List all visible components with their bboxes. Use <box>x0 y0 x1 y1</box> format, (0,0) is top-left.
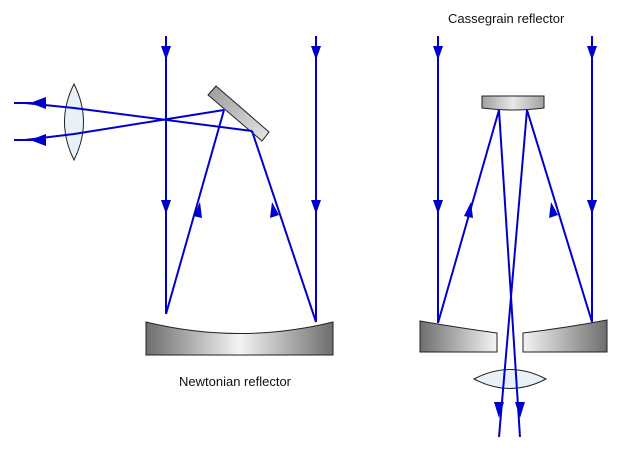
newtonian-output-ray-top <box>24 102 253 132</box>
newtonian-reflector <box>14 36 334 356</box>
cassegrain-primary-mirror-left <box>419 320 498 353</box>
cassegrain-output-arrow-right <box>515 402 525 418</box>
cassegrain-eyepiece-lens <box>472 369 548 389</box>
newtonian-arrow-reflected-right <box>270 202 279 218</box>
newtonian-reflector-label: Newtonian reflector <box>179 374 291 389</box>
newtonian-primary-mirror <box>145 321 334 356</box>
cassegrain-output-arrow-left <box>494 402 504 418</box>
cassegrain-arrow-reflected-left <box>464 202 473 218</box>
cassegrain-primary-mirror-right <box>522 319 608 353</box>
cassegrain-reflector <box>419 36 608 438</box>
newtonian-arrow-left-mid <box>161 200 171 214</box>
cassegrain-secondary-mirror <box>481 95 545 111</box>
newtonian-diagonal-flat-mirror <box>207 85 270 142</box>
newtonian-eyepiece-lens <box>64 82 84 162</box>
cassegrain-converging-ray-left <box>498 109 521 438</box>
cassegrain-reflector-label: Cassegrain reflector <box>448 11 565 26</box>
cassegrain-arrow-right-mid <box>587 200 597 214</box>
cassegrain-arrow-reflected-right <box>549 202 558 218</box>
newtonian-arrow-reflected-left <box>193 202 202 218</box>
newtonian-output-arrow-top <box>30 97 46 109</box>
newtonian-output-arrow-bottom <box>30 134 46 146</box>
newtonian-arrow-right-mid <box>311 200 321 214</box>
newtonian-arrow-right-top <box>311 46 321 60</box>
cassegrain-arrow-left-mid <box>433 200 443 214</box>
newtonian-arrow-left-top <box>161 46 171 60</box>
cassegrain-arrow-right-top <box>587 46 597 60</box>
cassegrain-arrow-left-top <box>433 46 443 60</box>
newtonian-reflected-ray-right <box>251 130 317 323</box>
cassegrain-reflected-ray-right <box>526 109 593 323</box>
cassegrain-converging-ray-right <box>498 109 528 438</box>
